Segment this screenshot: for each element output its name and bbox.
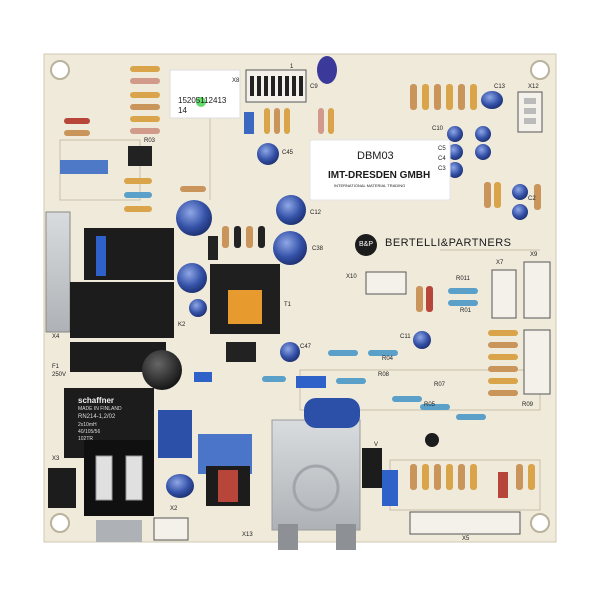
- ref-r011: R011: [456, 276, 470, 282]
- choke-code: 102TR: [78, 436, 94, 442]
- ref-c4: C4: [438, 156, 446, 162]
- ref-c11: C11: [400, 334, 411, 340]
- mounting-hole-icon: [50, 60, 550, 533]
- film-capacitor: [304, 398, 360, 428]
- ref-x12: X12: [528, 84, 539, 90]
- capacitor-c45: [257, 143, 279, 165]
- ref-k2: K2: [178, 322, 186, 328]
- ref-r09: R09: [522, 402, 534, 408]
- resistor-bank-top-right: [410, 84, 477, 110]
- tagline-text: INTERNATIONAL MATERIAL TRADING: [334, 183, 406, 188]
- capacitor-c42: [142, 350, 182, 390]
- ref-x4: X4: [52, 334, 60, 340]
- ref-x10: X10: [346, 274, 357, 280]
- capacitor-c9: [317, 56, 337, 84]
- brand-logo-icon: B&P: [355, 234, 377, 256]
- resistor-group-center: [416, 286, 478, 312]
- company-label-text: IMT-DRESDEN GMBH: [328, 170, 431, 181]
- fuse-ref: F1: [52, 364, 60, 370]
- sticker-number-2: 14: [178, 106, 187, 115]
- ref-c38: C38: [312, 246, 324, 252]
- ref-c42: C42: [148, 344, 160, 350]
- ic-regulator: [226, 342, 256, 362]
- connector-left-edge: [45, 211, 71, 333]
- choke-spec: 2x10mH: [78, 422, 97, 428]
- ref-r05: R05: [424, 402, 436, 408]
- ref-x5: X5: [462, 536, 470, 542]
- connector-x8: [245, 69, 307, 103]
- connector-x9: [523, 261, 551, 319]
- x-capacitor: [158, 410, 192, 458]
- ref-c9: C9: [310, 84, 318, 90]
- bottom-clip: [96, 520, 142, 542]
- capacitor-c47: [280, 342, 300, 362]
- capacitor-c12: [276, 195, 306, 225]
- relay-k2: [70, 282, 174, 338]
- resistor-row-middle: [194, 350, 398, 388]
- choke-brand: schaffner: [78, 396, 115, 405]
- capacitor-cluster: [447, 126, 491, 178]
- ref-r07: R07: [434, 382, 446, 388]
- blue-component: [60, 160, 108, 174]
- ref-c2: C2: [528, 196, 536, 202]
- ref-x13: X13: [242, 532, 253, 538]
- ref-c13: C13: [494, 84, 506, 90]
- power-component: [362, 448, 382, 488]
- ref-r01: R01: [460, 308, 472, 314]
- ref-x9: X9: [530, 252, 538, 258]
- ref-v: V: [374, 442, 379, 448]
- ref-x8: X8: [232, 78, 240, 84]
- diode-row: [208, 226, 265, 260]
- connector-x5: [409, 511, 521, 535]
- ref-c45: C45: [282, 150, 294, 156]
- ref-1: 1: [290, 64, 294, 70]
- capacitor-c13: [481, 91, 503, 109]
- ic-chip: [128, 146, 152, 166]
- model-label: [309, 139, 451, 201]
- capacitor-large-3: [189, 299, 207, 317]
- capacitor-c11: [413, 331, 431, 349]
- connector-x7: [491, 269, 517, 319]
- resistor-group-mid: [244, 108, 334, 134]
- connector-x2: [153, 517, 189, 541]
- ref-c10: C10: [432, 126, 444, 132]
- fuse-rating: 250V: [52, 372, 67, 378]
- choke-rating: 40/105/56: [78, 429, 101, 435]
- connector-x3: [48, 468, 76, 508]
- resistor-group-top-left: [64, 66, 206, 212]
- ref-r04: R04: [382, 356, 394, 362]
- choke-origin: MADE IN FINLAND: [78, 406, 122, 412]
- grey-housing: [271, 419, 361, 531]
- id-sticker: [169, 69, 241, 119]
- model-label-text: DBM03: [357, 150, 394, 162]
- resistor-bank-bottom-right: [410, 464, 535, 498]
- capacitor-large-1: [176, 200, 212, 236]
- connector-x10: [365, 271, 407, 295]
- ref-c5: C5: [438, 146, 446, 152]
- capacitor-large-2: [177, 263, 207, 293]
- ref-c3: C3: [438, 166, 446, 172]
- resistor-group-right: [484, 182, 541, 220]
- ref-c12: C12: [310, 210, 322, 216]
- sticker-number: 15205112413: [178, 96, 227, 105]
- transistor: [425, 433, 439, 447]
- ref-x3: X3: [52, 456, 60, 462]
- resistor-bank-right: [488, 329, 551, 396]
- ref-t1: T1: [284, 302, 292, 308]
- fuse-holder: [84, 440, 154, 516]
- choke-model: RN214-1,2/02: [78, 414, 116, 420]
- ref-c47: C47: [300, 344, 312, 350]
- brand-name: BERTELLI&PARTNERS: [385, 237, 512, 249]
- capacitor-c38: [273, 231, 307, 265]
- ref-x7: X7: [496, 260, 504, 266]
- ref-x2: X2: [170, 506, 178, 512]
- ref-r03: R03: [144, 138, 156, 144]
- ref-r08: R08: [378, 372, 390, 378]
